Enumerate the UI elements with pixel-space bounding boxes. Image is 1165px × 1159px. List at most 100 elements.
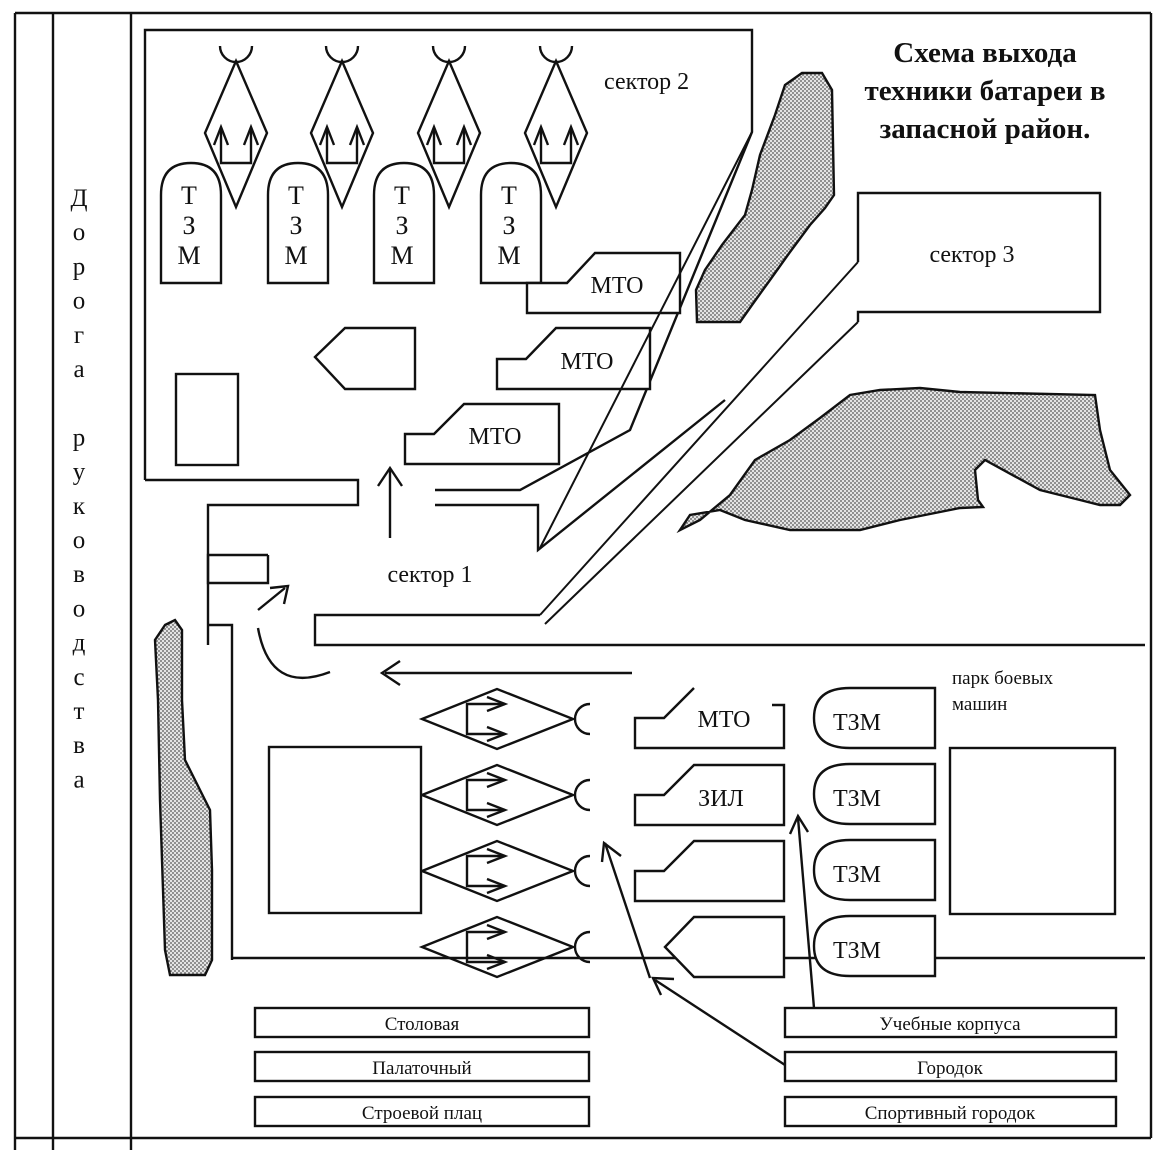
unlabeled-vehicle: [313, 326, 417, 391]
facility-name: Строевой плац: [362, 1103, 482, 1124]
tzm-vehicle: ТЗМ: [812, 762, 937, 826]
road-letter: а: [73, 356, 84, 383]
gun-position: [416, 45, 482, 211]
tzm-label: ТЗМ: [833, 786, 881, 812]
arrow-right-icon: [465, 847, 509, 895]
gun-emplacement-icon: [573, 854, 591, 888]
tzm-letter: Т: [288, 181, 304, 210]
facility-label: Палаточный: [253, 1050, 591, 1083]
arrow-right-icon: [465, 771, 509, 819]
gun-rhombus-icon: [418, 839, 577, 903]
tzm-vehicle: ТЗМ: [372, 161, 436, 285]
title-line-2: техники батареи в: [864, 75, 1105, 107]
movement-arrows: [256, 465, 816, 1067]
gun-position: [418, 915, 591, 979]
tzm-letter: З: [502, 211, 515, 240]
arrow-from-uchebnye: [788, 813, 816, 1009]
diagram-title: Схема выхода техники батареи в запасной …: [864, 37, 1105, 145]
gun-rhombus-icon: [203, 57, 269, 211]
top-gun-positions: [203, 45, 589, 211]
gun-rhombus-icon: [418, 687, 577, 751]
mto-vehicle: МТО: [403, 402, 561, 466]
gun-position: [523, 45, 589, 211]
road-letter: с: [73, 664, 84, 691]
park-area: [948, 746, 1117, 916]
gun-position: [203, 45, 269, 211]
arrow-left: [379, 660, 632, 686]
gun-position: [418, 763, 591, 827]
gun-emplacement-icon: [573, 702, 591, 736]
road-letter: г: [74, 322, 84, 349]
combat-vehicle-park: парк боевых машин: [948, 668, 1117, 916]
facility-name: Палаточный: [372, 1058, 471, 1079]
gun-position: [309, 45, 375, 211]
road-letter: о: [73, 595, 86, 622]
arrow-right-icon: [465, 923, 509, 971]
tzm-letter: Т: [394, 181, 410, 210]
gun-emplacement-icon: [573, 930, 591, 964]
gun-position: [418, 839, 591, 903]
arrow-up-icon: [532, 123, 580, 165]
facility-label: Столовая: [253, 1006, 591, 1039]
mto-vehicle: МТО: [633, 687, 786, 750]
facility-name: Спортивный городок: [865, 1103, 1036, 1124]
facility-label: Учебные корпуса: [783, 1006, 1118, 1039]
tzm-vehicle: ТЗМ: [812, 914, 937, 978]
arrow-up-icon: [212, 123, 260, 165]
tzm-letter: З: [182, 211, 195, 240]
gun-rhombus-icon: [309, 57, 375, 211]
tzm-letter: З: [395, 211, 408, 240]
tzm-vehicle: ТЗМ: [266, 161, 330, 285]
title-line-1: Схема выхода: [893, 37, 1077, 69]
swamp-area: [694, 71, 836, 324]
tzm-letter: М: [177, 241, 200, 270]
road-letter: р: [73, 424, 86, 451]
road-letter: у: [73, 459, 86, 486]
unlabeled-building: [267, 745, 423, 915]
facility-name: Столовая: [385, 1014, 460, 1035]
gun-emplacement-icon: [573, 778, 591, 812]
road-letter: в: [73, 561, 85, 588]
mto-label: МТО: [697, 707, 750, 733]
road-letter: о: [73, 527, 86, 554]
arrow-curve: [256, 627, 331, 680]
tzm-letter: З: [289, 211, 302, 240]
unlabeled-building: [174, 372, 240, 467]
arrow-up-icon: [318, 123, 366, 165]
road-edge: [539, 131, 753, 549]
gun-rhombus-icon: [418, 763, 577, 827]
road-letter: о: [73, 219, 86, 246]
road-letter: к: [73, 493, 86, 520]
arrow-from-gorodok: [600, 840, 786, 1067]
road-letter: в: [73, 732, 85, 759]
arrow-up: [377, 465, 403, 538]
road-letter: а: [73, 766, 84, 793]
swamp-area: [676, 386, 1132, 534]
tzm-label: ТЗМ: [833, 938, 881, 964]
mto-vehicle: МТО: [525, 251, 682, 315]
bottom-gun-positions: [418, 687, 591, 979]
unlabeled-vehicle: [633, 839, 786, 903]
road-letter: т: [74, 698, 85, 725]
tzm-letter: М: [497, 241, 520, 270]
arrow-diagonal: [257, 584, 290, 611]
tzm-vehicle: ТЗМ: [159, 161, 223, 285]
sector-3-area: сектор 3: [539, 191, 1102, 625]
road-letter: Д: [70, 185, 87, 212]
mto-vehicle: МТО: [495, 326, 652, 391]
sector-3-label: сектор 3: [929, 242, 1014, 268]
zil-label: ЗИЛ: [698, 786, 744, 812]
title-line-3: запасной район.: [880, 113, 1091, 145]
sector-2-area: сектор 2: [143, 28, 754, 645]
zil-vehicle: ЗИЛ: [633, 763, 786, 827]
gun-rhombus-icon: [418, 915, 577, 979]
arrow-up-icon: [425, 123, 473, 165]
tzm-letter: М: [390, 241, 413, 270]
tzm-vehicle: ТЗМ: [812, 686, 937, 750]
